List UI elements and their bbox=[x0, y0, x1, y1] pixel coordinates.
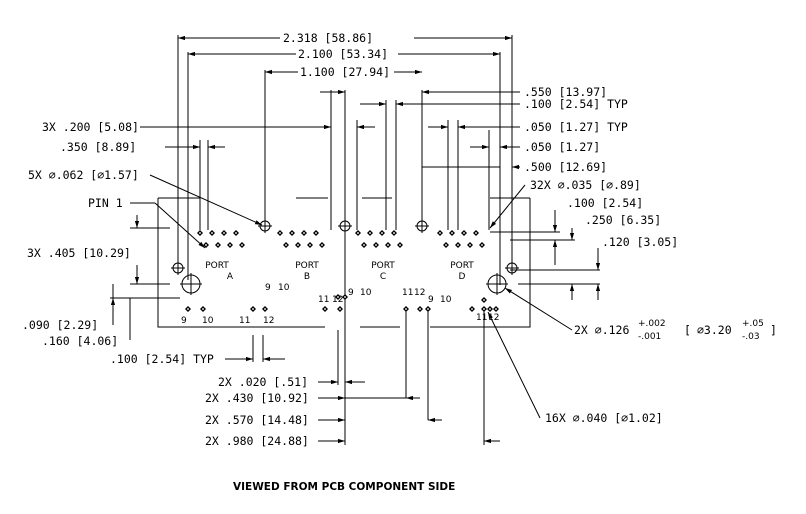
pin-label: 12 bbox=[488, 313, 499, 323]
dim-3x-200: 3X .200 [5.08] bbox=[42, 120, 139, 134]
port-labels: PORT A PORT B PORT C PORT D bbox=[205, 261, 474, 282]
dim-2x-430: 2X .430 [10.92] bbox=[205, 391, 309, 405]
bracket-close: ] bbox=[770, 323, 777, 337]
port-d-word: PORT bbox=[450, 261, 474, 271]
port-a-letter: A bbox=[227, 272, 234, 282]
connector-outline bbox=[157, 197, 531, 328]
mounting-holes bbox=[171, 219, 519, 295]
pin-1-label: PIN 1 bbox=[88, 196, 123, 210]
port-a-word: PORT bbox=[205, 261, 229, 271]
port-c-letter: C bbox=[380, 272, 386, 282]
dim-350: .350 [8.89] bbox=[60, 140, 136, 154]
pin-label: 9 bbox=[428, 295, 434, 305]
dim-2x-570: 2X .570 [14.48] bbox=[205, 413, 309, 427]
dim-250: .250 [6.35] bbox=[585, 213, 661, 227]
dim-320: ⌀3.20 bbox=[697, 323, 732, 337]
dim-120: .120 [3.05] bbox=[602, 235, 678, 249]
dim-2x-126: 2X ⌀.126 bbox=[574, 323, 629, 337]
dim-3x-405: 3X .405 [10.29] bbox=[27, 246, 131, 260]
pin-label: 12 bbox=[263, 316, 274, 326]
view-caption: VIEWED FROM PCB COMPONENT SIDE bbox=[233, 481, 455, 493]
dim-100-right: .100 [2.54] bbox=[567, 196, 643, 210]
pin-label: 12 bbox=[414, 288, 425, 298]
dim-5x-062: 5X ⌀.062 [⌀1.57] bbox=[28, 168, 139, 182]
dim-1100: 1.100 [27.94] bbox=[300, 65, 390, 79]
pin-label: 9 bbox=[265, 283, 271, 293]
pin-label: 11 bbox=[476, 313, 487, 323]
dim-050: .050 [1.27] bbox=[524, 140, 600, 154]
port-c-word: PORT bbox=[371, 261, 395, 271]
pin-label: 11 bbox=[239, 316, 250, 326]
horizontal-extensions bbox=[110, 227, 600, 299]
dim-16x-040: 16X ⌀.040 [⌀1.02] bbox=[545, 411, 663, 425]
dim-100-typ-top: .100 [2.54] TYP bbox=[524, 97, 628, 111]
dim-320-tol-minus: -.03 bbox=[742, 332, 760, 342]
dim-050-typ: .050 [1.27] TYP bbox=[524, 120, 628, 134]
dimension-lines bbox=[110, 35, 601, 444]
pin-label: 10 bbox=[440, 295, 452, 305]
extension-lines bbox=[177, 35, 513, 445]
pin-label: 11 bbox=[402, 288, 413, 298]
dim-2318: 2.318 [58.86] bbox=[283, 31, 373, 45]
dim-160: .160 [4.06] bbox=[42, 334, 118, 348]
dim-500: .500 [12.69] bbox=[524, 160, 607, 174]
signal-pins bbox=[185, 230, 499, 312]
pin-label: 10 bbox=[202, 316, 214, 326]
pin-label: 9 bbox=[348, 288, 354, 298]
port-b-letter: B bbox=[304, 272, 310, 282]
dim-2100: 2.100 [53.34] bbox=[298, 47, 388, 61]
dim-2x-126-tol-minus: -.001 bbox=[638, 332, 661, 342]
port-d-letter: D bbox=[459, 272, 466, 282]
dim-2x-126-tol-plus: +.002 bbox=[638, 319, 666, 329]
pin-label: 10 bbox=[278, 283, 290, 293]
dim-2x-020: 2X .020 [.51] bbox=[218, 375, 308, 389]
dimension-labels: 2.318 [58.86] 2.100 [53.34] 1.100 [27.94… bbox=[22, 31, 777, 448]
port-b-word: PORT bbox=[295, 261, 319, 271]
leader-lines bbox=[130, 174, 573, 419]
pin-label: 12 bbox=[332, 295, 343, 305]
bracket-open: [ bbox=[684, 323, 691, 337]
dim-100-typ-bottom: .100 [2.54] TYP bbox=[110, 352, 214, 366]
dim-320-tol-plus: +.05 bbox=[742, 319, 764, 329]
dim-090: .090 [2.29] bbox=[22, 318, 98, 332]
pin-label: 9 bbox=[181, 316, 187, 326]
dim-32x-035: 32X ⌀.035 [⌀.89] bbox=[530, 178, 641, 192]
pin-number-labels: 9 10 11 12 9 10 11 12 9 10 11 12 9 10 11… bbox=[181, 283, 499, 326]
dim-2x-980: 2X .980 [24.88] bbox=[205, 434, 309, 448]
pin-label: 10 bbox=[360, 288, 372, 298]
pin-label: 11 bbox=[318, 295, 329, 305]
dim-550: .550 [13.97] bbox=[524, 85, 607, 99]
